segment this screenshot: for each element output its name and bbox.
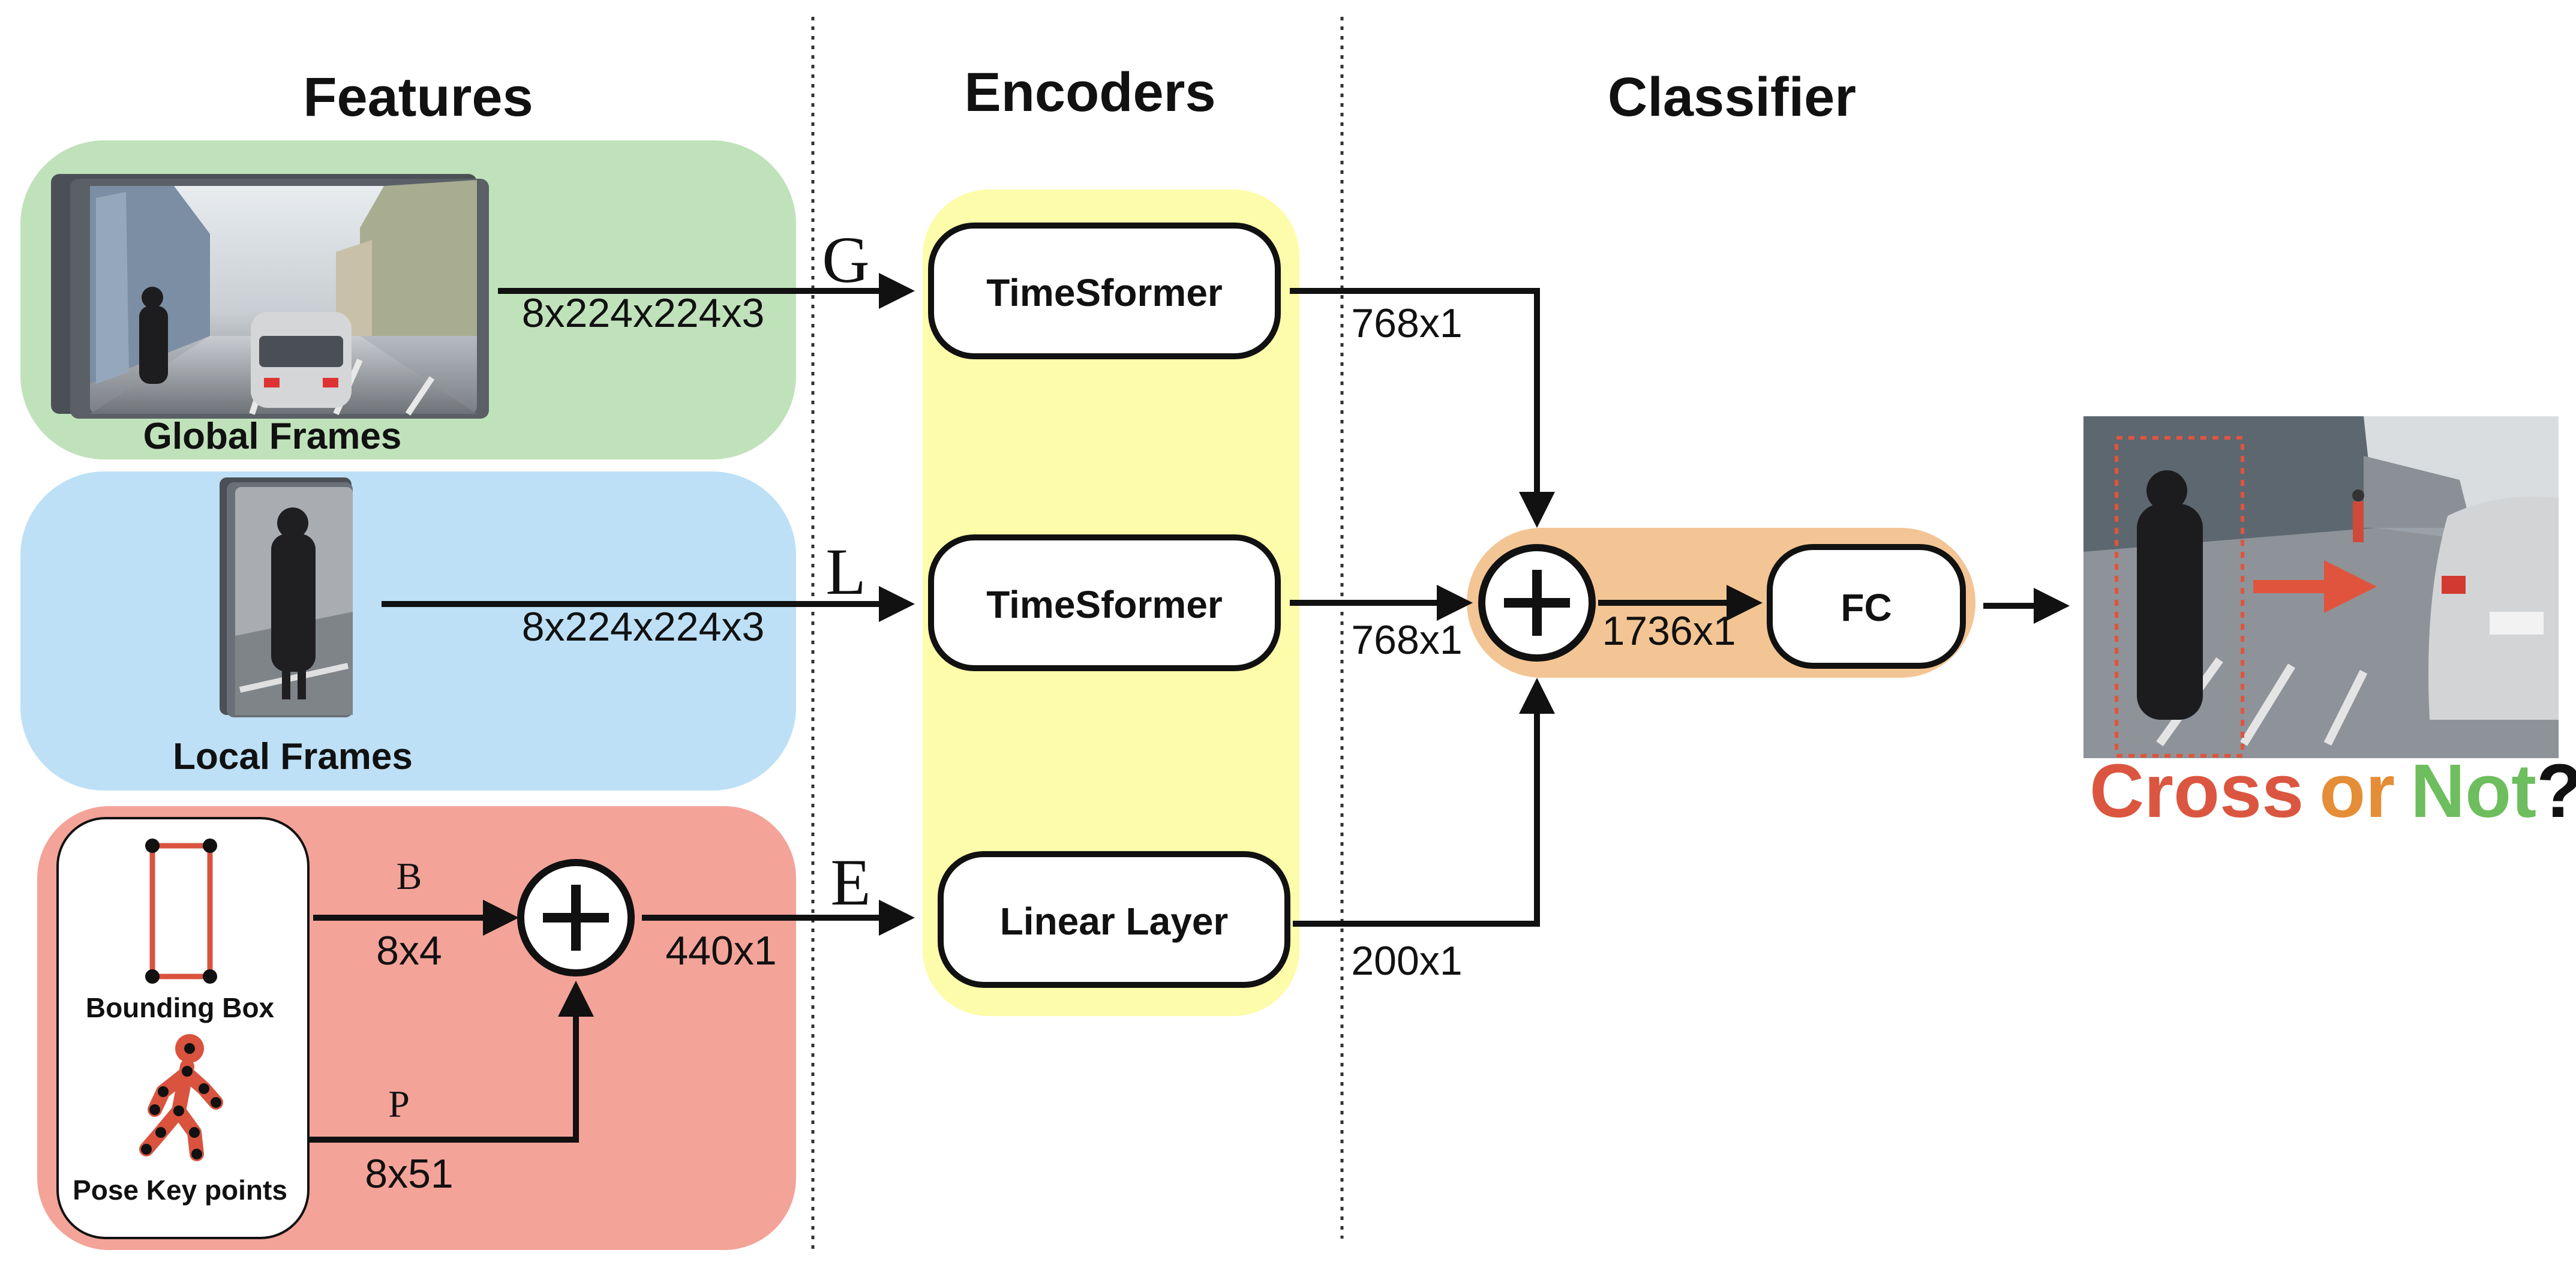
concat-dim: 1736x1 [1602, 608, 1736, 654]
trajectory-letter-E: E [830, 846, 870, 919]
global-frames-image [51, 174, 489, 419]
local-frames-image [220, 477, 353, 717]
encoders-header: Encoders [964, 62, 1215, 123]
output-scene-image [2083, 416, 2559, 758]
linear-layer-label: Linear Layer [1000, 900, 1229, 943]
output-or: or [2319, 749, 2395, 833]
global-embedding-dim: 768x1 [1351, 301, 1462, 346]
local-timesformer-label: TimeSformer [986, 583, 1223, 626]
bbox-dim: 8x4 [376, 928, 442, 973]
global-letter-G: G [822, 223, 869, 296]
pose-arrow [307, 981, 594, 1143]
features-header: Features [303, 67, 533, 128]
local-frames-label: Local Frames [173, 736, 413, 777]
local-letter-L: L [825, 535, 866, 608]
bounding-box-label: Bounding Box [86, 992, 275, 1023]
local-timesformer-box [928, 534, 1281, 671]
linear-layer-box [938, 851, 1290, 988]
global-frames-label: Global Frames [143, 416, 402, 457]
global-timesformer-label: TimeSformer [986, 271, 1223, 314]
classifier-header: Classifier [1608, 67, 1856, 128]
local-input-dim: 8x224x224x3 [522, 604, 765, 650]
output-not: Not [2410, 749, 2536, 833]
local-frames-panel [20, 471, 796, 791]
pose-key-points-icon [139, 1034, 223, 1161]
global-timesformer-box [928, 223, 1281, 359]
fc-box [1767, 544, 1966, 669]
output-question-mark: ? [2536, 749, 2576, 833]
concat-node [1478, 544, 1596, 662]
pose-dim: 8x51 [365, 1151, 453, 1197]
fc-label: FC [1841, 586, 1892, 629]
bbox-pose-sum-node [517, 859, 635, 976]
output-cross: Cross [2089, 749, 2304, 833]
trajectory-embedding-dim: 200x1 [1351, 938, 1462, 984]
local-embedding-dim: 768x1 [1351, 617, 1462, 663]
fused-dim: 440x1 [665, 928, 776, 973]
global-input-dim: 8x224x224x3 [522, 290, 765, 336]
bounding-box-icon [145, 839, 217, 984]
pose-key-points-label: Pose Key points [73, 1174, 287, 1206]
trajectory-input-card [56, 817, 310, 1239]
global-embedding-arrow [1290, 288, 1555, 528]
pose-letter-P: P [388, 1083, 410, 1125]
trajectory-embedding-arrow [1293, 678, 1555, 927]
bbox-letter-B: B [397, 855, 422, 897]
